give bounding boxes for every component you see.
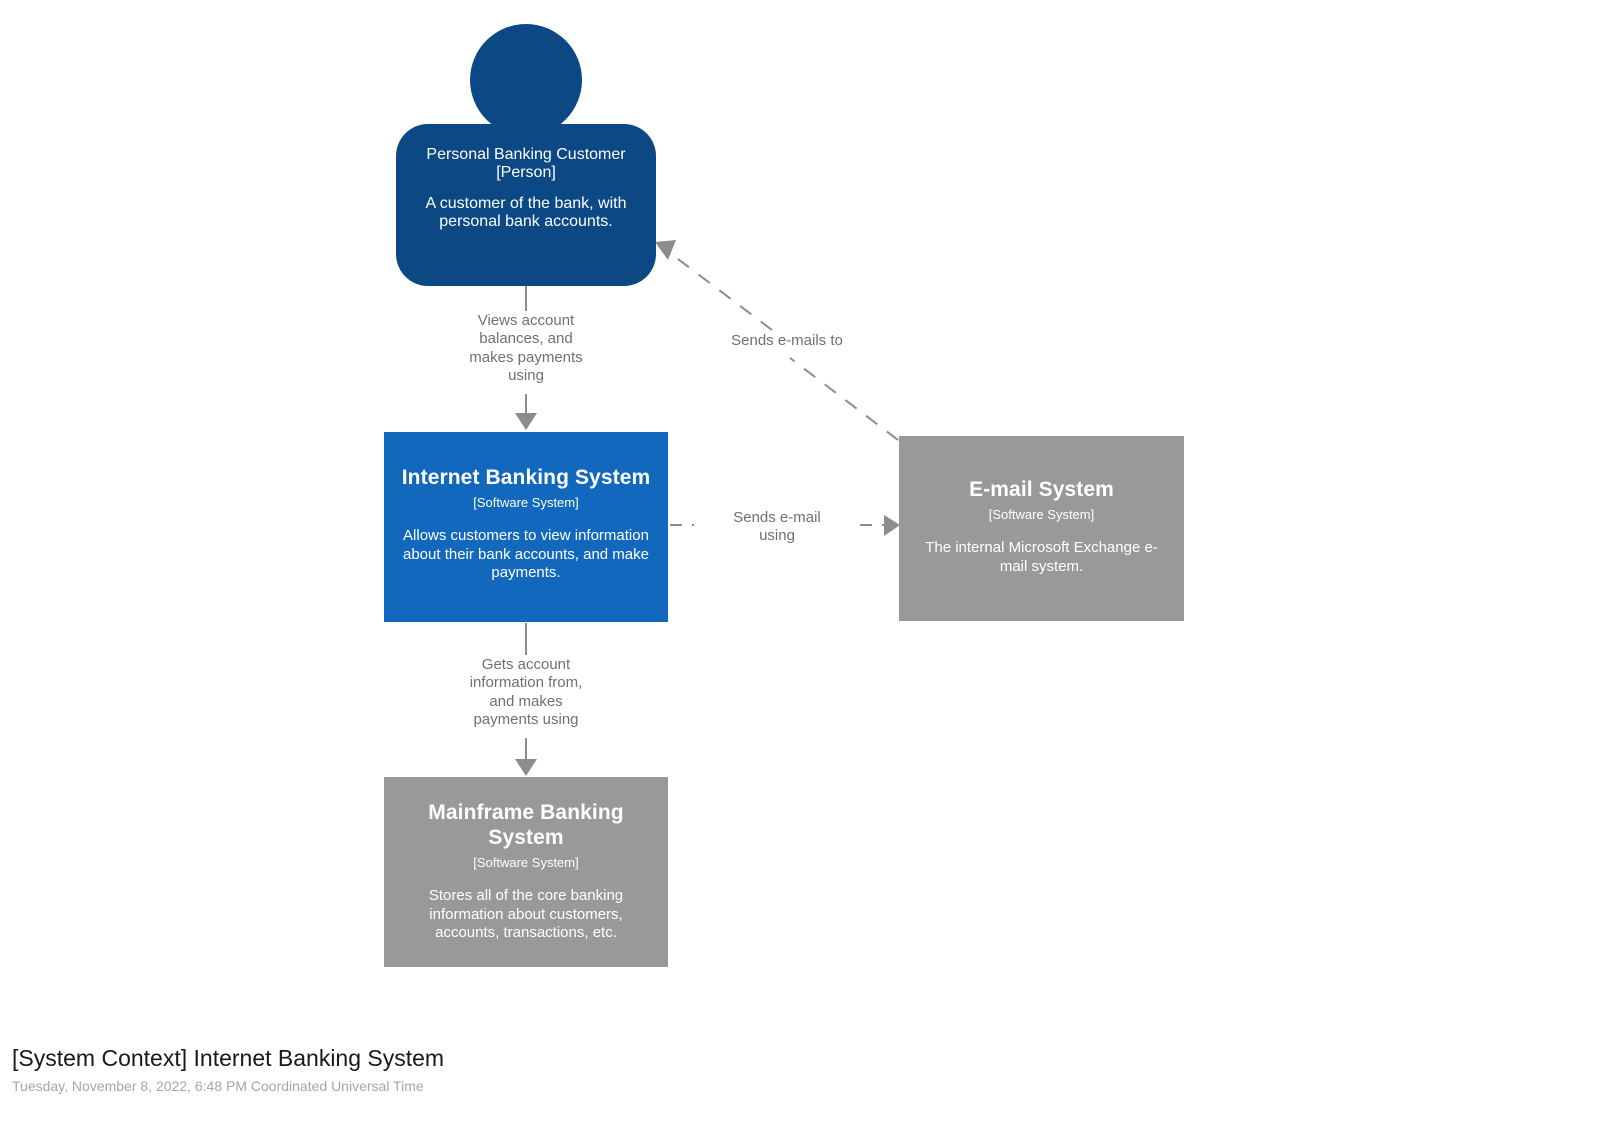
edge-label-internet-banking-to-mainframe: Gets account information from, and makes… <box>469 656 583 728</box>
node-type: [Software System] <box>473 494 579 510</box>
person-body: Personal Banking Customer [Person] A cus… <box>396 124 656 286</box>
node-type: [Software System] <box>473 854 579 870</box>
node-internet-banking-system[interactable]: Internet Banking System [Software System… <box>384 432 668 622</box>
diagram-caption: [System Context] Internet Banking System… <box>12 1044 444 1095</box>
node-title: Personal Banking Customer <box>426 146 626 163</box>
person-head-icon <box>470 24 582 136</box>
node-description: A customer of the bank, with personal ba… <box>425 195 627 230</box>
node-email-system[interactable]: E-mail System [Software System] The inte… <box>899 436 1184 621</box>
node-mainframe-banking-system[interactable]: Mainframe Banking System [Software Syste… <box>384 777 668 967</box>
node-description: Stores all of the core banking informati… <box>428 887 624 941</box>
node-type: [Software System] <box>988 506 1095 522</box>
node-title: Internet Banking System <box>401 466 651 489</box>
node-description: The internal Microsoft Exchange e-mail s… <box>925 539 1158 575</box>
caption-title: [System Context] Internet Banking System <box>12 1045 445 1071</box>
edge-label-email-to-customer: Sends e-mails to <box>731 332 843 349</box>
node-title: E-mail System <box>969 478 1114 501</box>
node-description: Allows customers to view information abo… <box>403 527 649 582</box>
edge-label-customer-to-internet-banking: Views account balances, and makes paymen… <box>469 312 583 384</box>
node-title: Mainframe Banking System <box>428 801 624 849</box>
node-personal-banking-customer[interactable]: Personal Banking Customer [Person] A cus… <box>396 24 656 286</box>
edge-label-internet-banking-to-email: Sends e-mail using <box>733 509 821 545</box>
caption-timestamp: Tuesday, November 8, 2022, 6:48 PM Coord… <box>12 1077 424 1094</box>
node-type: [Person] <box>496 164 556 181</box>
